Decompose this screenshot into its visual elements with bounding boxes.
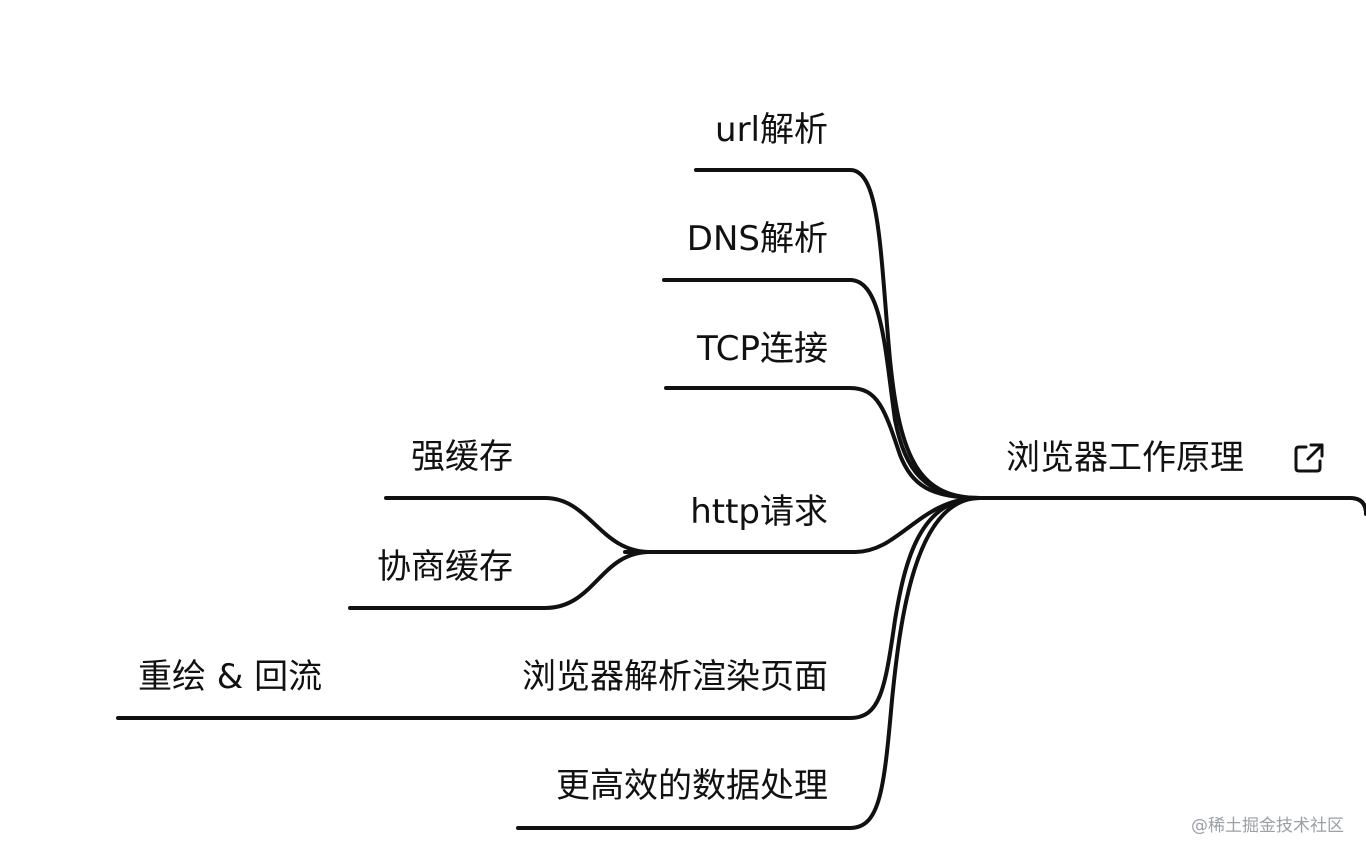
connector-data <box>516 496 982 830</box>
branch-label-url[interactable]: url解析 <box>715 110 828 150</box>
watermark: @稀土掘金技术社区 <box>1191 816 1344 836</box>
connector-strong-cache <box>384 496 652 554</box>
branch-label-http[interactable]: http请求 <box>690 492 828 532</box>
root-node-label[interactable]: 浏览器工作原理 <box>1006 438 1244 478</box>
branch-label-data[interactable]: 更高效的数据处理 <box>556 766 828 806</box>
child-label-strong-cache[interactable]: 强缓存 <box>411 437 513 477</box>
branch-label-dns[interactable]: DNS解析 <box>686 219 828 259</box>
connector-render <box>116 496 982 720</box>
connector-negotiate-cache <box>348 550 652 610</box>
connector-tcp <box>664 386 982 500</box>
branch-label-tcp[interactable]: TCP连接 <box>696 329 828 369</box>
connector-dns <box>662 278 982 500</box>
root-underline <box>978 496 1366 516</box>
child-label-negotiate-cache[interactable]: 协商缓存 <box>377 547 513 587</box>
external-link-icon[interactable] <box>1291 440 1327 476</box>
branch-label-render[interactable]: 浏览器解析渲染页面 <box>522 657 828 697</box>
child-label-repaint-reflow[interactable]: 重绘 & 回流 <box>138 657 323 697</box>
